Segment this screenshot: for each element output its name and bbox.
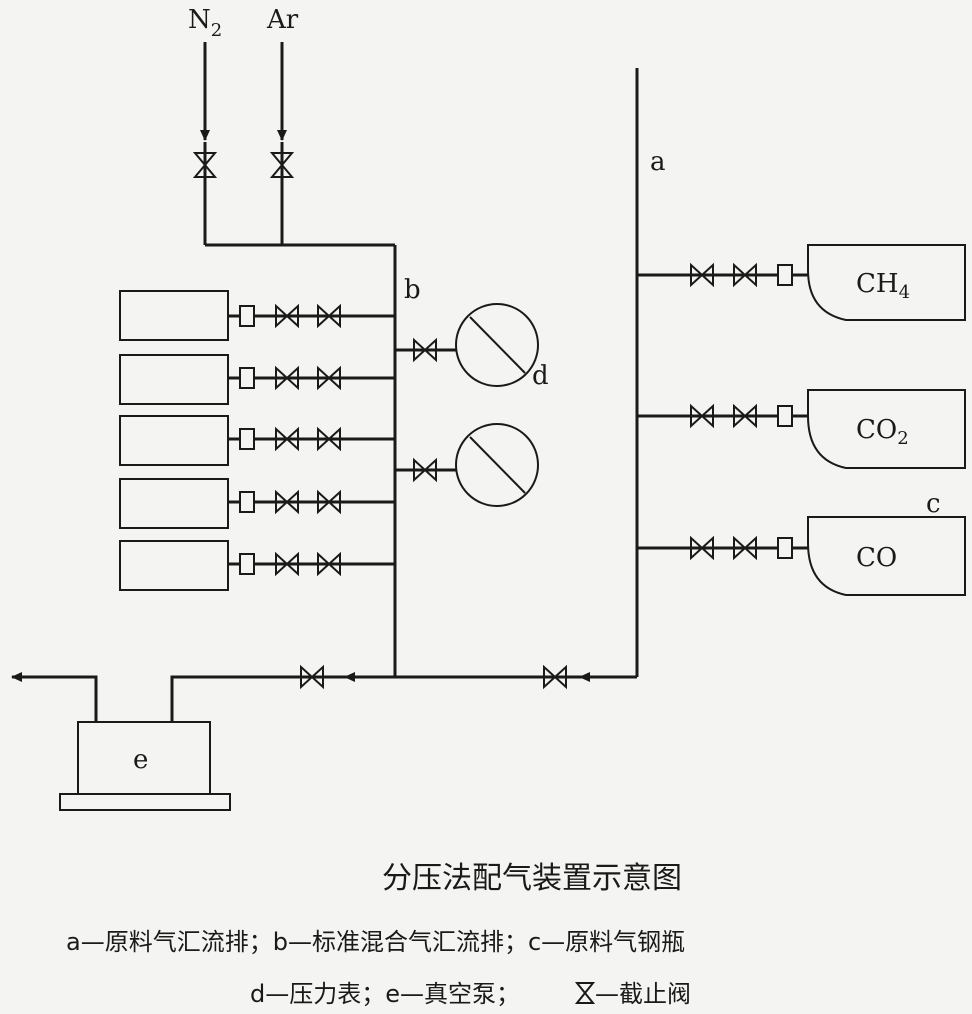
right-regulator-2 [777, 405, 793, 427]
left-valve-a-2-icon [275, 365, 299, 391]
legend-line-2b: —截止阀 [595, 980, 691, 1008]
manifold-a-outlet-valve-icon [543, 664, 567, 690]
cylinder-2 [119, 354, 229, 405]
label-e: e [133, 745, 148, 775]
left-valve-a-3-icon [275, 426, 299, 452]
n2-label: N2 [188, 5, 222, 41]
gauge-2-valve-icon [413, 457, 437, 483]
cylinder-co [807, 516, 966, 596]
ar-shutoff-valve-icon [269, 152, 295, 178]
left-valve-b-4-icon [317, 489, 341, 515]
cylinder-co-label: CO [856, 543, 897, 573]
n2-shutoff-valve-icon [192, 152, 218, 178]
single-valves [192, 152, 567, 690]
cylinder-co2-label: CO2 [856, 415, 909, 449]
right-valve-a-3-icon [690, 535, 714, 561]
cylinder-4 [119, 478, 229, 529]
right-valve-a-1-icon [690, 262, 714, 288]
right-regulator-1 [777, 264, 793, 286]
label-a: a [650, 147, 666, 177]
right-valve-a-2-icon [690, 403, 714, 429]
right-branch-lines [637, 262, 808, 561]
right-valve-b-1-icon [733, 262, 757, 288]
cylinder-1 [119, 290, 229, 341]
left-valve-b-5-icon [317, 551, 341, 577]
legend-line-2: d—压力表；e—真空泵； [250, 980, 520, 1008]
standard-gas-cylinders [119, 290, 229, 591]
vacuum-pump-e: e [59, 721, 231, 811]
cylinder-3 [119, 415, 229, 466]
feed-gas-cylinders-c: CH4 CO2 CO c [807, 244, 966, 596]
left-valve-b-3-icon [317, 426, 341, 452]
left-regulator-2 [239, 367, 255, 389]
legend-line-1: a—原料气汇流排；b—标准混合气汇流排；c—原料气钢瓶 [66, 928, 685, 956]
vacuum-line [170, 675, 637, 722]
gauge-1-valve-icon [413, 337, 437, 363]
right-regulator-3 [777, 537, 793, 559]
left-regulator-1 [239, 305, 255, 327]
left-valve-a-5-icon [275, 551, 299, 577]
label-c: c [926, 489, 941, 519]
ar-label: Ar [266, 5, 299, 35]
left-branch-lines [228, 303, 395, 577]
left-regulator-3 [239, 428, 255, 450]
left-valve-a-4-icon [275, 489, 299, 515]
left-regulator-4 [239, 491, 255, 513]
legend-valve-icon [574, 982, 596, 1004]
exhaust-line [11, 672, 98, 722]
label-b: b [404, 275, 421, 305]
diagram-title: 分压法配气装置示意图 [382, 861, 682, 896]
left-valve-a-1-icon [275, 303, 299, 329]
vacuum-valve-icon [300, 664, 324, 690]
right-valve-b-3-icon [733, 535, 757, 561]
left-valve-b-2-icon [317, 365, 341, 391]
label-d: d [532, 361, 549, 391]
right-valve-b-2-icon [733, 403, 757, 429]
left-regulator-5 [239, 553, 255, 575]
cylinder-ch4 [807, 244, 966, 321]
cylinder-5 [119, 540, 229, 591]
cylinder-ch4-label: CH4 [856, 269, 910, 303]
cylinder-co2 [807, 389, 966, 469]
left-valve-b-1-icon [317, 303, 341, 329]
